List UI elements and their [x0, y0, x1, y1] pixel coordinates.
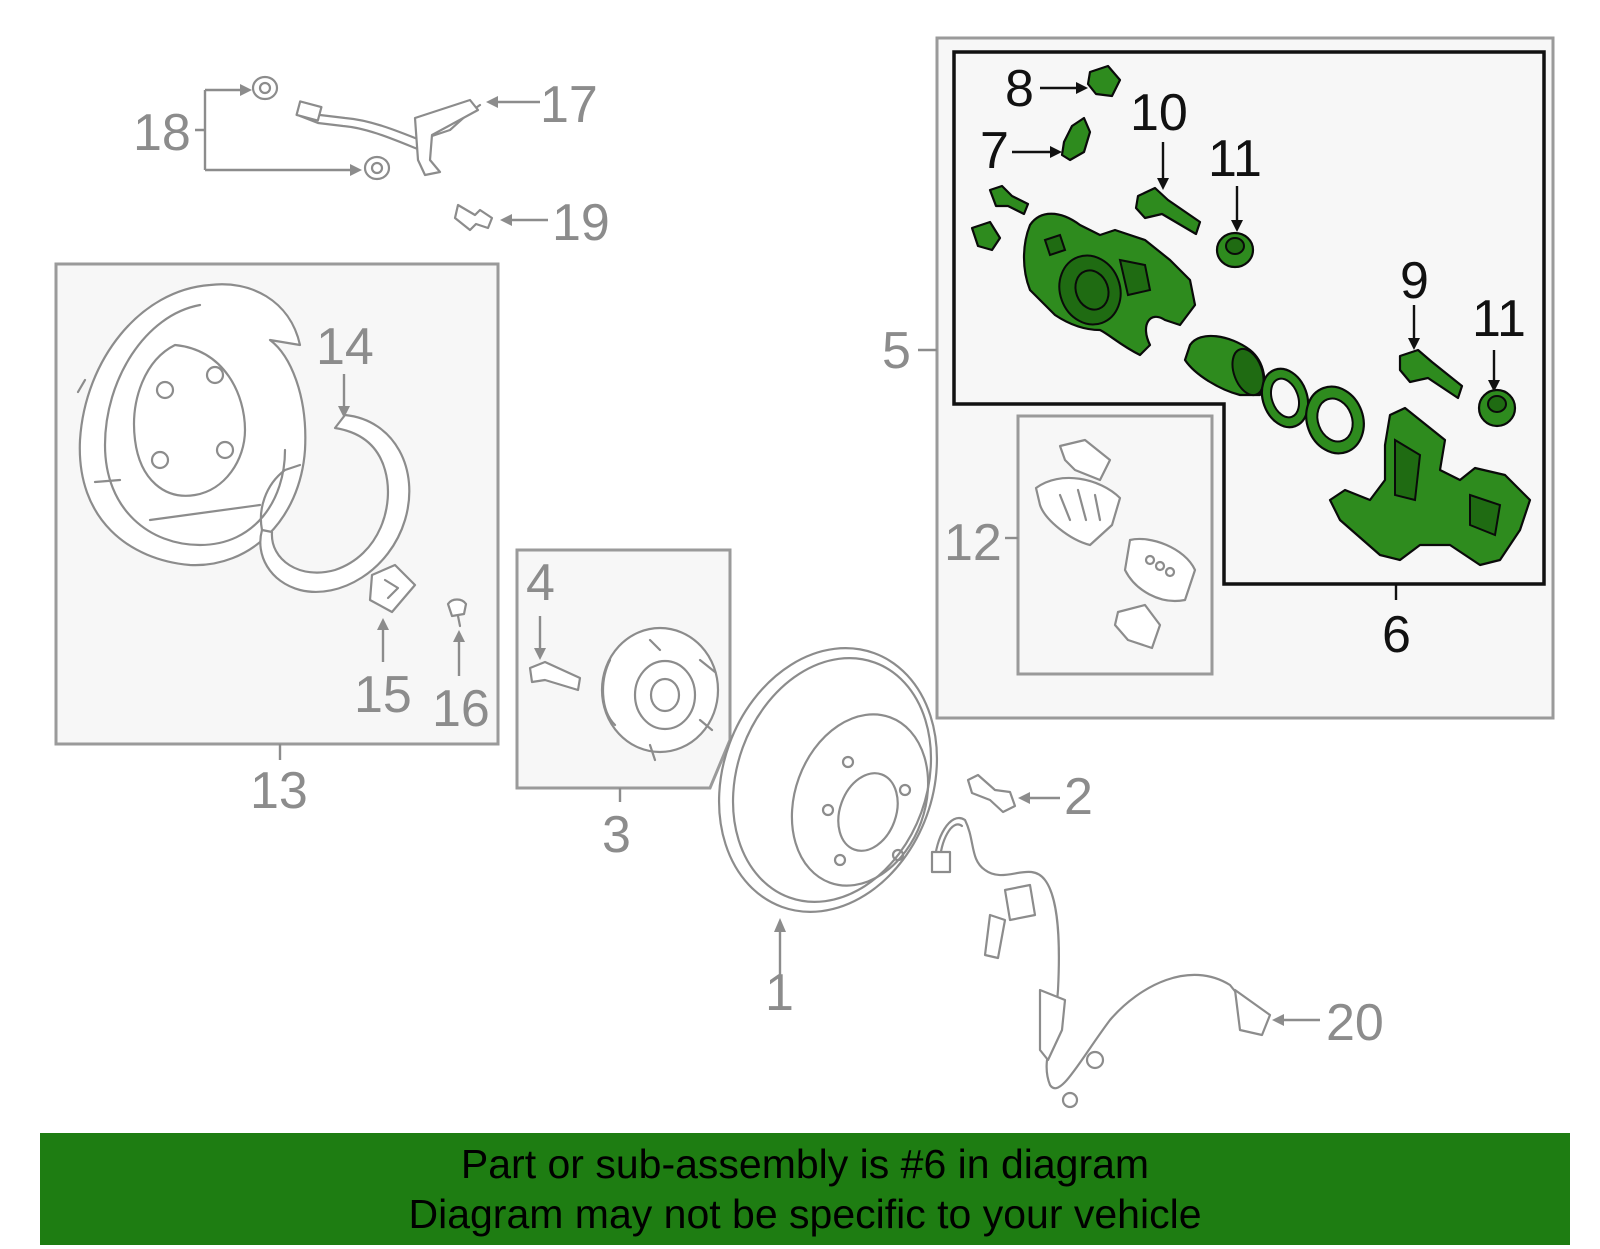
piston-boot[interactable] [1297, 378, 1373, 461]
callout-4: 4 [526, 554, 555, 612]
guide-pin-boot-lower[interactable] [1477, 388, 1517, 428]
caliper-guide-pin-lower[interactable] [1398, 348, 1464, 400]
banner-line-1: Part or sub-assembly is #6 in diagram [460, 1141, 1150, 1187]
caliper-bleeder-screw[interactable] [1060, 116, 1092, 162]
hose-washer-lower[interactable] [363, 155, 391, 181]
callout-3: 3 [602, 806, 631, 864]
callout-19: 19 [552, 194, 610, 252]
caliper-bracket-bolt[interactable] [966, 773, 1017, 814]
parking-brake-shoe[interactable] [259, 413, 411, 593]
hose-washer-upper[interactable] [251, 75, 279, 101]
notice-banner: Part or sub-assembly is #6 in diagram Di… [40, 1133, 1570, 1245]
hold-down-pin[interactable] [446, 598, 468, 628]
callout-7: 7 [980, 122, 1009, 180]
caliper-housing[interactable] [1022, 212, 1197, 357]
callout-10: 10 [1130, 84, 1188, 142]
callout-18: 18 [133, 104, 191, 162]
callout-17: 17 [540, 76, 598, 134]
callout-8: 8 [1005, 60, 1034, 118]
callout-12: 12 [944, 514, 1002, 572]
caliper-guide-pin-upper[interactable] [1134, 186, 1202, 236]
caliper-bleeder-cap[interactable] [1086, 64, 1122, 98]
backing-plate[interactable] [76, 283, 307, 567]
callout-9: 9 [1400, 252, 1429, 310]
callout-11-lower: 11 [1472, 290, 1526, 348]
banner-line-2: Diagram may not be specific to your vehi… [408, 1191, 1202, 1237]
brake-pad-set[interactable] [1034, 438, 1197, 650]
group-box-12 [1016, 414, 1214, 676]
callout-2: 2 [1064, 768, 1093, 826]
callout-14: 14 [316, 318, 374, 376]
abs-wheel-speed-sensor[interactable] [930, 816, 1272, 1109]
hub-bolt[interactable] [528, 660, 582, 692]
shoe-hold-down-clip[interactable] [368, 563, 417, 614]
wheel-hub-bearing[interactable] [600, 626, 720, 762]
caliper-support-bracket[interactable] [1328, 406, 1532, 567]
callout-11-upper: 11 [1208, 130, 1262, 188]
piston-seal[interactable] [1254, 362, 1316, 433]
callout-15: 15 [354, 666, 412, 724]
callout-1: 1 [765, 964, 794, 1022]
callout-20: 20 [1326, 994, 1384, 1052]
caliper-small-bolt[interactable] [970, 184, 1030, 252]
callout-13: 13 [250, 762, 308, 820]
callout-5: 5 [882, 322, 911, 380]
brake-rotor[interactable] [683, 617, 973, 943]
callout-6: 6 [1382, 606, 1411, 664]
hose-bolt[interactable] [453, 203, 494, 232]
brake-hose[interactable] [295, 98, 482, 177]
guide-pin-boot-upper[interactable] [1215, 231, 1255, 269]
callout-16: 16 [432, 680, 490, 738]
